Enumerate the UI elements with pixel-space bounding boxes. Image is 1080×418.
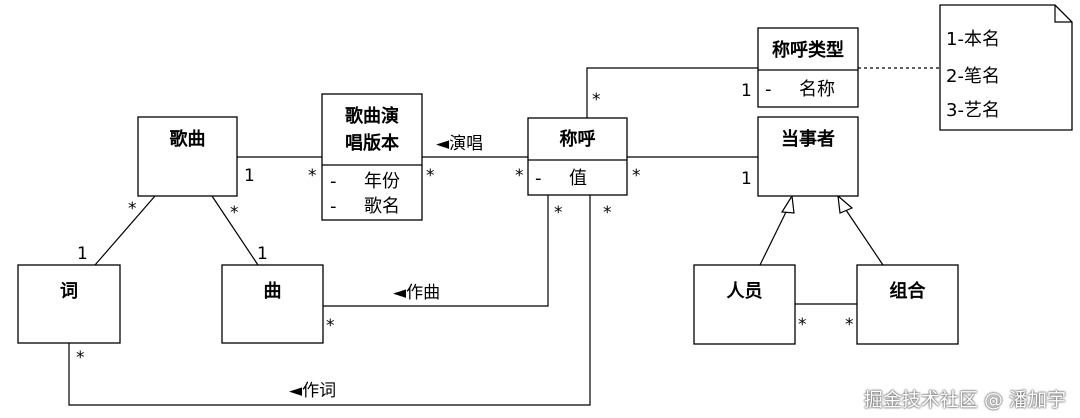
generalizations	[759, 194, 884, 266]
multiplicity: *	[326, 316, 335, 336]
multiplicity: *	[230, 203, 239, 223]
multiplicity: 1	[244, 166, 255, 186]
attr-visibility: -	[535, 168, 542, 189]
class-group: 组合	[856, 264, 959, 345]
multiplicity: *	[76, 348, 85, 368]
class-song-version-name-line2: 唱版本	[345, 132, 399, 154]
class-person: 人员	[693, 264, 796, 345]
enum-note: 1-本名 2-笔名 3-艺名	[939, 4, 1073, 131]
multiplicity: 1	[741, 169, 752, 189]
attr-visibility: -	[330, 171, 337, 192]
assoc-melody-appellation	[323, 195, 549, 307]
generalization-group-party	[845, 209, 884, 266]
class-party: 当事者	[757, 116, 859, 197]
generalization-person-party	[759, 209, 788, 266]
associations	[68, 67, 940, 406]
multiplicity: *	[515, 166, 524, 186]
attr-value: 值	[569, 168, 587, 189]
multiplicity: *	[128, 199, 137, 219]
multiplicity: 1	[741, 81, 752, 101]
multiplicity: *	[845, 315, 854, 335]
attr-year: 年份	[364, 171, 400, 192]
attr-visibility: -	[330, 196, 337, 217]
note-line-2: 2-笔名	[946, 66, 1000, 87]
role-sing-label: ◄演唱	[436, 134, 483, 154]
assoc-song-melody	[211, 195, 259, 266]
multiplicity: *	[798, 315, 807, 335]
generalization-arrowhead-person	[780, 194, 795, 214]
class-melody-name: 曲	[264, 281, 282, 302]
note-line-3: 3-艺名	[946, 100, 1000, 121]
multiplicities: 1 * * * 1 * * 1 * 1 * 1 * * * * * *	[76, 81, 854, 368]
multiplicity: *	[308, 166, 317, 186]
watermark-text: 掘金技术社区 @ 潘加宇	[863, 389, 1066, 411]
role-write-lyrics-label: ◄作词	[289, 381, 336, 401]
multiplicity: *	[592, 90, 601, 110]
assoc-song-lyrics	[94, 195, 156, 266]
note-line-1: 1-本名	[946, 29, 1000, 50]
class-song: 歌曲	[137, 116, 238, 197]
multiplicity: *	[632, 166, 641, 186]
attr-song-title: 歌名	[364, 196, 400, 217]
multiplicity: *	[426, 166, 435, 186]
multiplicity: 1	[77, 244, 88, 264]
class-appellation-type-name: 称呼类型	[772, 39, 844, 61]
assoc-type-appellation	[586, 67, 758, 118]
class-person-name: 人员	[727, 281, 763, 302]
role-compose-label: ◄作曲	[393, 283, 440, 303]
class-appellation: 称呼 - 值	[527, 117, 628, 196]
class-appellation-type: 称呼类型 - 名称	[757, 27, 859, 108]
class-appellation-name: 称呼	[560, 128, 596, 150]
class-party-name: 当事者	[781, 128, 835, 150]
class-song-version-name-line1: 歌曲演	[345, 105, 399, 127]
multiplicity: *	[603, 203, 612, 223]
multiplicity: 1	[257, 244, 268, 264]
class-melody: 曲	[221, 264, 324, 344]
class-lyrics-name: 词	[60, 281, 78, 302]
class-song-version: 歌曲演 唱版本 - 年份 - 歌名	[321, 93, 423, 221]
attr-visibility: -	[765, 79, 772, 100]
class-lyrics: 词	[17, 264, 121, 344]
role-labels: ◄演唱 ◄作曲 ◄作词	[289, 134, 483, 401]
attr-name: 名称	[799, 79, 835, 100]
generalization-arrowhead-group	[837, 194, 854, 214]
assoc-lyrics-appellation	[68, 195, 591, 406]
class-song-name: 歌曲	[170, 128, 206, 150]
multiplicity: *	[554, 203, 563, 223]
class-group-name: 组合	[890, 280, 927, 302]
